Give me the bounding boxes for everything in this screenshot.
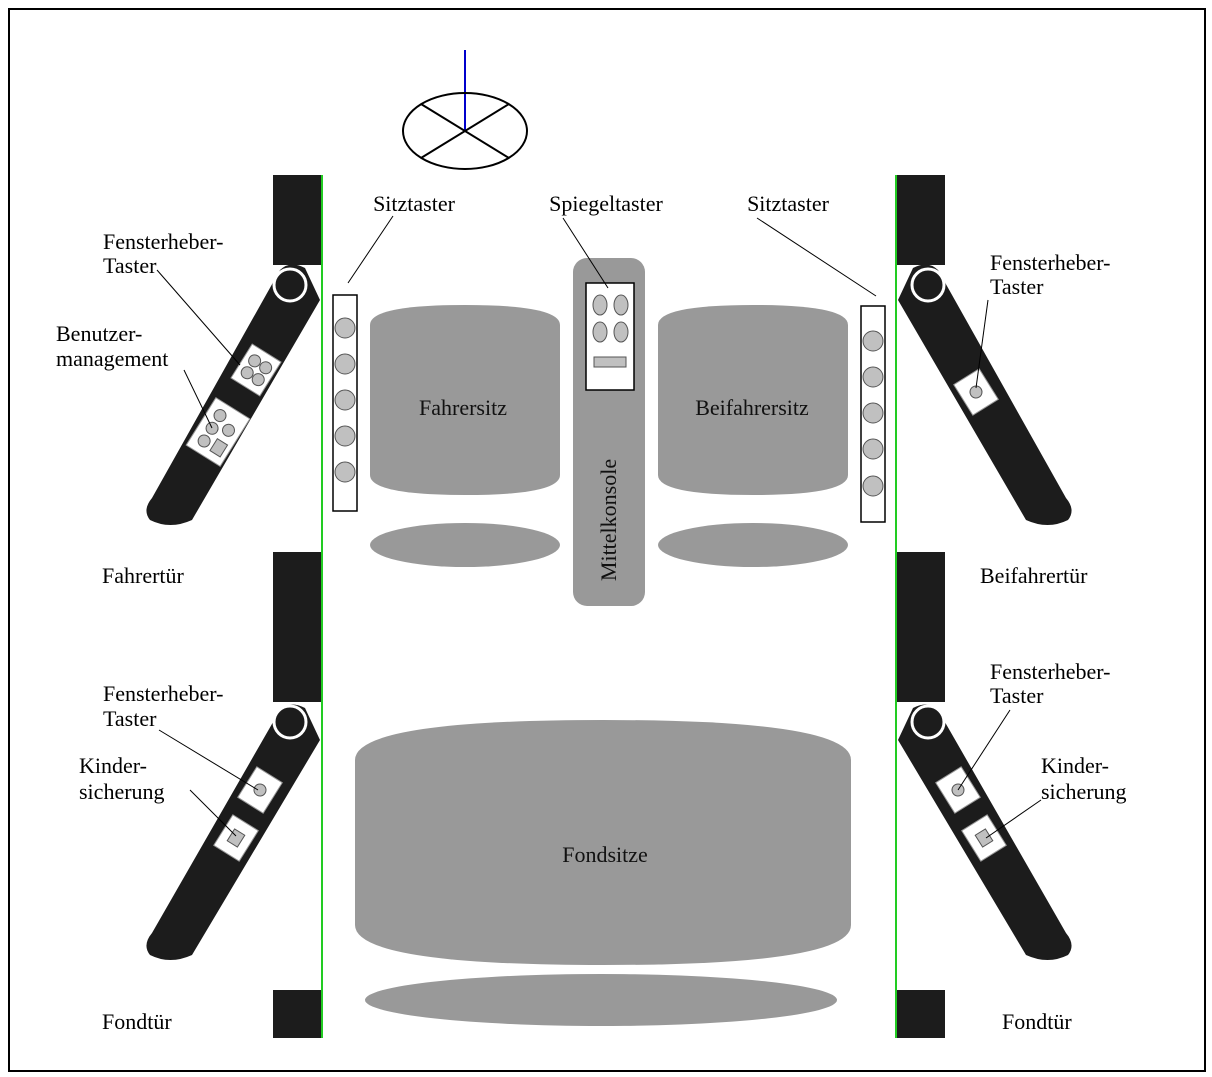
label-fondtuer-left: Fondtür: [102, 1009, 172, 1034]
label-kinder-rr-2: sicherung: [1041, 779, 1127, 804]
seat-switch-strip-right: [860, 305, 886, 523]
label-fensterheber-rl-2: Taster: [103, 706, 157, 731]
steering-wheel: [402, 50, 528, 170]
center-console: [573, 258, 645, 606]
label-fensterheber-fl-1: Fensterheber-: [103, 229, 224, 254]
leader-lines: [156, 215, 1042, 839]
label-fondtuer-right: Fondtür: [1002, 1009, 1072, 1034]
child-lock-panel-rear-left: [213, 814, 259, 862]
label-spiegeltaster: Spiegeltaster: [549, 191, 663, 216]
seat-switch-strip-left: [332, 294, 358, 512]
driver-seat-label: Fahrersitz: [419, 395, 507, 420]
passenger-seat-label: Beifahrersitz: [695, 395, 809, 420]
label-fensterheber-rr-1: Fensterheber-: [990, 659, 1111, 684]
label-benutzer-1: Benutzer-: [56, 321, 142, 346]
user-management-panel: [185, 396, 251, 468]
right-body: [895, 175, 945, 1038]
label-fensterheber-rl-1: Fensterheber-: [103, 681, 224, 706]
diagram-frame: [8, 8, 1206, 1072]
passenger-seat: [658, 305, 848, 567]
passenger-door: [898, 264, 1072, 525]
driver-seat: [370, 305, 560, 567]
label-fensterheber-fr-2: Taster: [990, 274, 1044, 299]
label-beifahrertuer: Beifahrertür: [980, 563, 1088, 588]
center-console-label: Mittelkonsole: [596, 459, 621, 581]
window-switch-panel-rear-left: [237, 766, 283, 814]
left-body: [273, 175, 323, 1038]
label-fensterheber-rr-2: Taster: [990, 683, 1044, 708]
child-lock-panel-rear-right: [961, 814, 1007, 862]
rear-seats-label: Fondsitze: [562, 842, 648, 867]
label-fensterheber-fr-1: Fensterheber-: [990, 250, 1111, 275]
label-benutzer-2: management: [56, 346, 168, 371]
label-fensterheber-fl-2: Taster: [103, 253, 157, 278]
label-kinder-rr-1: Kinder-: [1041, 753, 1109, 778]
rear-left-door: [146, 704, 320, 960]
window-switch-panel-driver: [230, 343, 282, 397]
label-sitztaster-right: Sitztaster: [747, 191, 830, 216]
label-kinder-rl-2: sicherung: [79, 779, 165, 804]
label-kinder-rl-1: Kinder-: [79, 753, 147, 778]
driver-door: [146, 264, 320, 525]
rear-seats: [355, 720, 851, 1026]
mirror-switch-panel: [585, 282, 635, 391]
rear-right-door: [898, 704, 1072, 960]
label-sitztaster-left: Sitztaster: [373, 191, 456, 216]
window-switch-panel-passenger: [953, 368, 999, 416]
label-fahrertuer: Fahrertür: [102, 563, 185, 588]
